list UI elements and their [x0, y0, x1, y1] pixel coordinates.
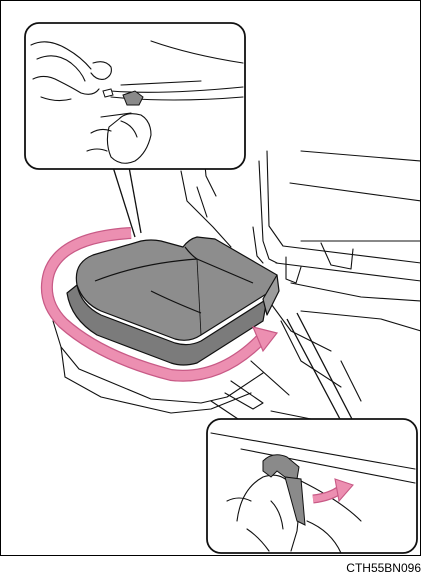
seat-removal-illustration [1, 1, 421, 556]
illustration-frame [0, 0, 421, 556]
figure-code: CTH55BN096 [346, 561, 421, 575]
detail-inset-bottom [207, 419, 417, 553]
detail-inset-top [25, 23, 245, 169]
